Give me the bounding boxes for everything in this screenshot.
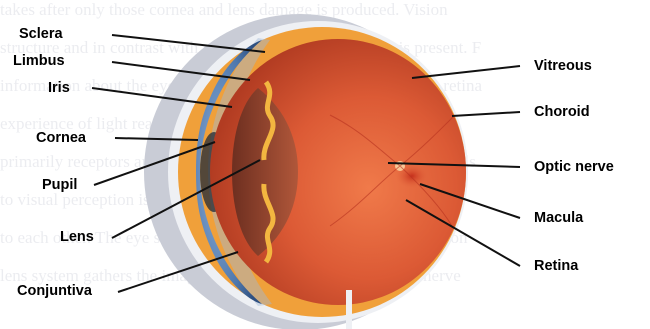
label-conjuntiva: Conjuntiva	[17, 283, 92, 299]
label-choroid: Choroid	[534, 104, 590, 120]
label-pupil: Pupil	[42, 177, 77, 193]
label-iris: Iris	[48, 80, 70, 96]
label-lens: Lens	[60, 229, 94, 245]
label-optic-nerve: Optic nerve	[534, 159, 614, 175]
label-sclera: Sclera	[19, 26, 63, 42]
label-cornea: Cornea	[36, 130, 86, 146]
label-macula: Macula	[534, 210, 583, 226]
optic-nerve-stump	[346, 290, 352, 329]
label-vitreous: Vitreous	[534, 58, 592, 74]
label-limbus: Limbus	[13, 53, 65, 69]
label-retina: Retina	[534, 258, 578, 274]
